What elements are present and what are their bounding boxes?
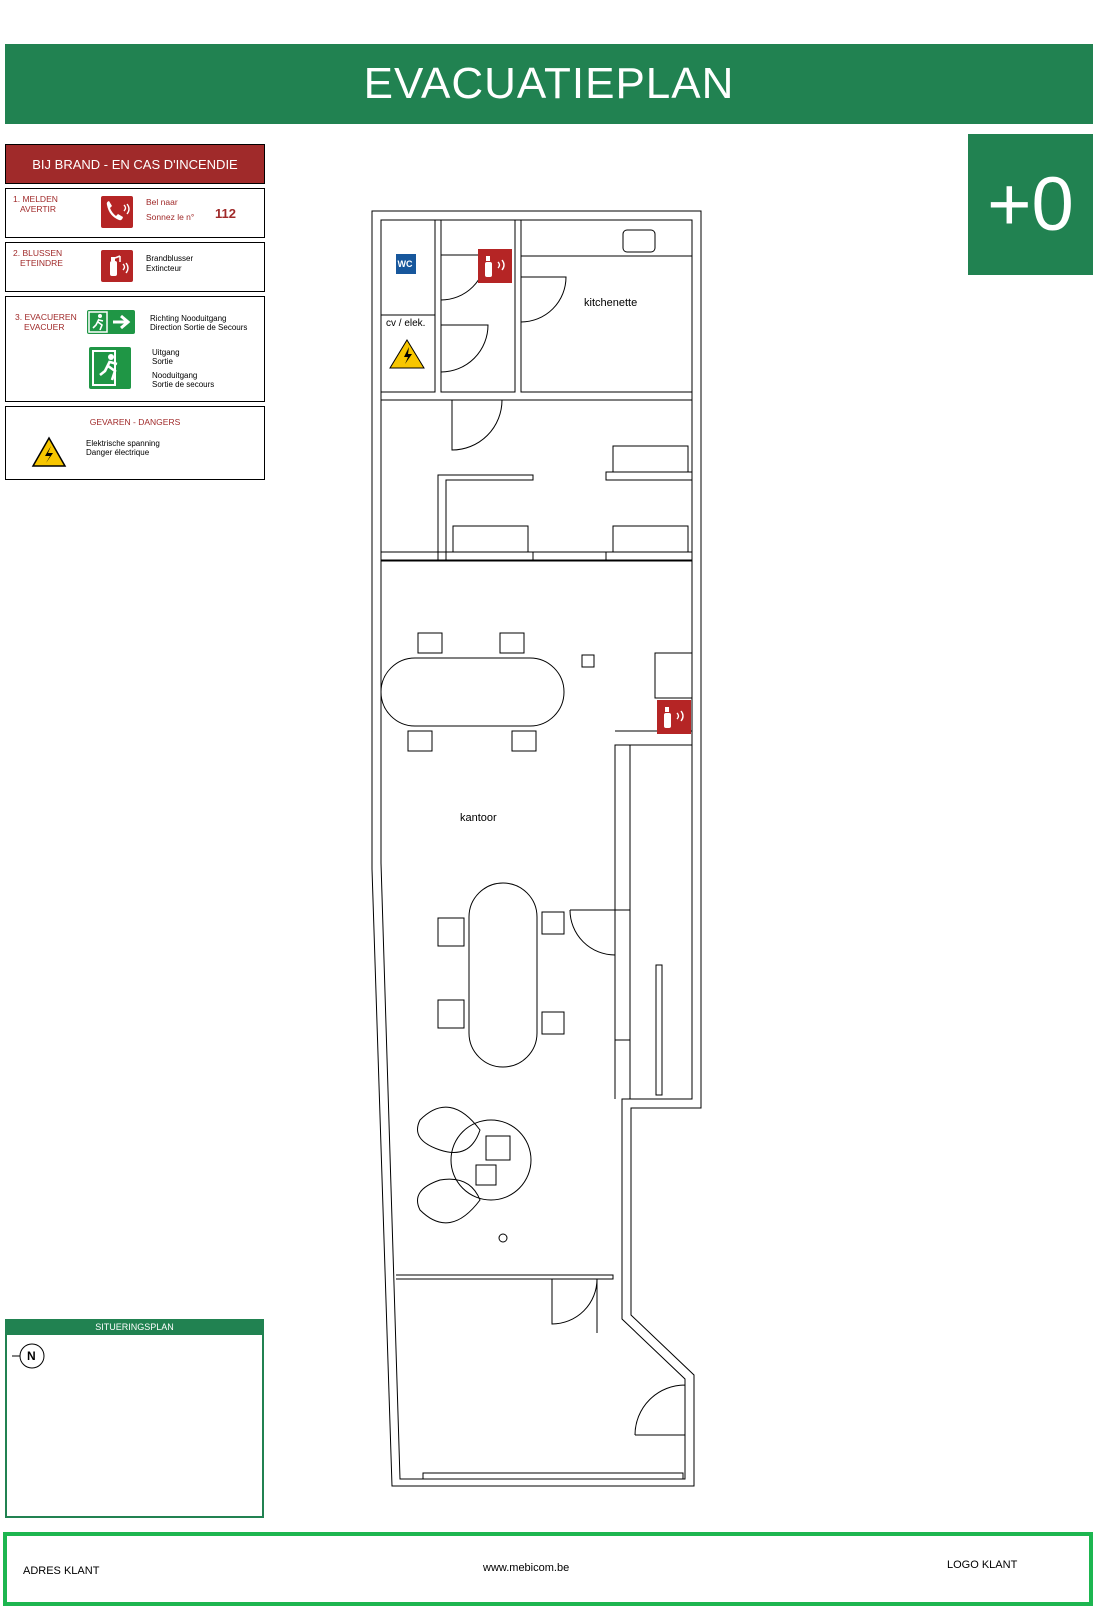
bench-2-base bbox=[605, 471, 693, 481]
footer: ADRES KLANT www.mebicom.be LOGO KLANT bbox=[3, 1532, 1093, 1606]
kitchen-sink bbox=[622, 229, 656, 253]
electric-hazard-icon bbox=[31, 436, 67, 473]
chair-1 bbox=[417, 632, 443, 654]
front-window bbox=[422, 1472, 684, 1480]
footer-logo: LOGO KLANT bbox=[947, 1559, 1018, 1571]
north-label: N bbox=[27, 1349, 36, 1363]
step-evacuate-label-fr: EVACUER bbox=[24, 322, 65, 332]
chair-3 bbox=[407, 730, 433, 752]
chair-4 bbox=[511, 730, 537, 752]
bench-2 bbox=[612, 445, 689, 473]
step-evacuate-label-nl: 3. EVACUEREN bbox=[15, 312, 77, 322]
step-report-text-fr: Sonnez le n° bbox=[146, 212, 195, 222]
bench-1 bbox=[452, 525, 529, 553]
page-title: EVACUATIEPLAN bbox=[5, 44, 1093, 124]
inner-wall bbox=[380, 219, 693, 1480]
door-exit bbox=[634, 1379, 686, 1479]
emergency-exit-text-nl: Nooduitgang bbox=[152, 371, 198, 380]
extinguisher-plan-icon-1 bbox=[478, 249, 512, 283]
door-side bbox=[569, 909, 616, 956]
side-corridor-wall bbox=[614, 744, 692, 1099]
outer-wall bbox=[371, 210, 702, 1487]
door-corridor-2 bbox=[440, 324, 489, 373]
dangers-box: GEVAREN - DANGERS Elektrische spanning D… bbox=[5, 406, 265, 480]
exit-direction-text-fr: Direction Sortie de Secours bbox=[150, 323, 248, 332]
step-extinguish-label-fr: ETEINDRE bbox=[20, 258, 63, 268]
meeting-table-1 bbox=[380, 657, 565, 727]
footer-website[interactable]: www.mebicom.be bbox=[483, 1562, 570, 1574]
room-label-kitchen: kitchenette bbox=[584, 297, 638, 309]
wc-sign bbox=[396, 254, 416, 274]
meeting-table-2 bbox=[468, 882, 538, 1068]
lounge-chair-1 bbox=[417, 1106, 481, 1153]
exit-text-nl: Uitgang bbox=[152, 348, 180, 357]
emergency-number: 112 bbox=[215, 206, 236, 221]
hall-room bbox=[380, 399, 693, 553]
floor-level-badge: +0 bbox=[968, 134, 1093, 275]
room-label-wc: WC bbox=[397, 259, 413, 269]
fire-instructions-header: BIJ BRAND - EN CAS D'INCENDIE bbox=[5, 144, 265, 184]
emergency-exit-text-fr: Sortie de secours bbox=[152, 380, 215, 389]
office-top-wall bbox=[380, 559, 693, 562]
column-2 bbox=[498, 1233, 508, 1243]
radiator bbox=[655, 964, 663, 1096]
exit-direction-icon bbox=[87, 310, 135, 334]
side-door-frame bbox=[614, 909, 631, 1041]
bench-3-base bbox=[605, 551, 693, 561]
step-extinguish-text-fr: Extincteur bbox=[146, 264, 182, 273]
step-report-label-nl: 1. MELDEN bbox=[13, 194, 58, 204]
door-kitchen bbox=[520, 276, 567, 323]
extinguisher-plan-icon-2 bbox=[657, 700, 691, 734]
chair-6 bbox=[437, 999, 465, 1029]
kitchen-counter bbox=[520, 219, 693, 257]
corridor-top bbox=[440, 219, 516, 393]
lounge-stool-1 bbox=[485, 1135, 511, 1161]
step-extinguish-label-nl: 2. BLUSSEN bbox=[13, 248, 63, 258]
step-report-text-nl: Bel naar bbox=[146, 197, 178, 207]
step-report-box: 1. MELDEN AVERTIR Bel naar Sonnez le n° … bbox=[5, 188, 265, 238]
chair-2 bbox=[499, 632, 525, 654]
hall-partition bbox=[437, 474, 534, 560]
lower-wall bbox=[396, 1274, 614, 1280]
dangers-header: GEVAREN - DANGERS bbox=[89, 417, 181, 427]
site-plan-box bbox=[5, 1335, 264, 1518]
lounge-stool-2 bbox=[475, 1164, 497, 1186]
side-room bbox=[629, 744, 693, 1100]
door-lower bbox=[551, 1278, 598, 1333]
north-arrow-icon: N bbox=[12, 1342, 48, 1370]
lounge-table bbox=[450, 1119, 532, 1201]
printer bbox=[654, 652, 693, 699]
dangers-text-fr: Danger électrique bbox=[86, 448, 150, 457]
footer-address: ADRES KLANT bbox=[23, 1565, 100, 1577]
hall-wall bbox=[380, 551, 693, 561]
exit-text-fr: Sortie bbox=[152, 357, 173, 366]
exit-direction-text-nl: Richting Nooduitgang bbox=[150, 314, 227, 323]
step-report-label-fr: AVERTIR bbox=[20, 204, 57, 214]
lounge-chair-2 bbox=[417, 1178, 481, 1224]
step-evacuate-box: 3. EVACUEREN EVACUER Richting Nooduitgan… bbox=[5, 296, 265, 402]
door-hall bbox=[451, 399, 503, 451]
step-extinguish-box: 2. BLUSSEN ETEINDRE Brandblusser Extinct… bbox=[5, 242, 265, 292]
technical-room bbox=[380, 314, 436, 393]
chair-7 bbox=[541, 911, 565, 935]
site-plan-header: SITUERINGSPLAN bbox=[5, 1319, 264, 1335]
column-1 bbox=[581, 654, 595, 668]
fire-alarm-phone-icon bbox=[101, 196, 133, 228]
dangers-text-nl: Elektrische spanning bbox=[86, 439, 160, 448]
emergency-exit-icon bbox=[89, 347, 131, 389]
bench-1-base bbox=[445, 551, 534, 561]
chair-5 bbox=[437, 917, 465, 947]
chair-8 bbox=[541, 1011, 565, 1035]
bench-3 bbox=[612, 525, 689, 553]
room-label-office: kantoor bbox=[460, 812, 497, 824]
room-label-technical: cv / elek. bbox=[386, 318, 426, 329]
fire-extinguisher-icon bbox=[101, 250, 133, 282]
step-extinguish-text-nl: Brandblusser bbox=[146, 254, 194, 263]
